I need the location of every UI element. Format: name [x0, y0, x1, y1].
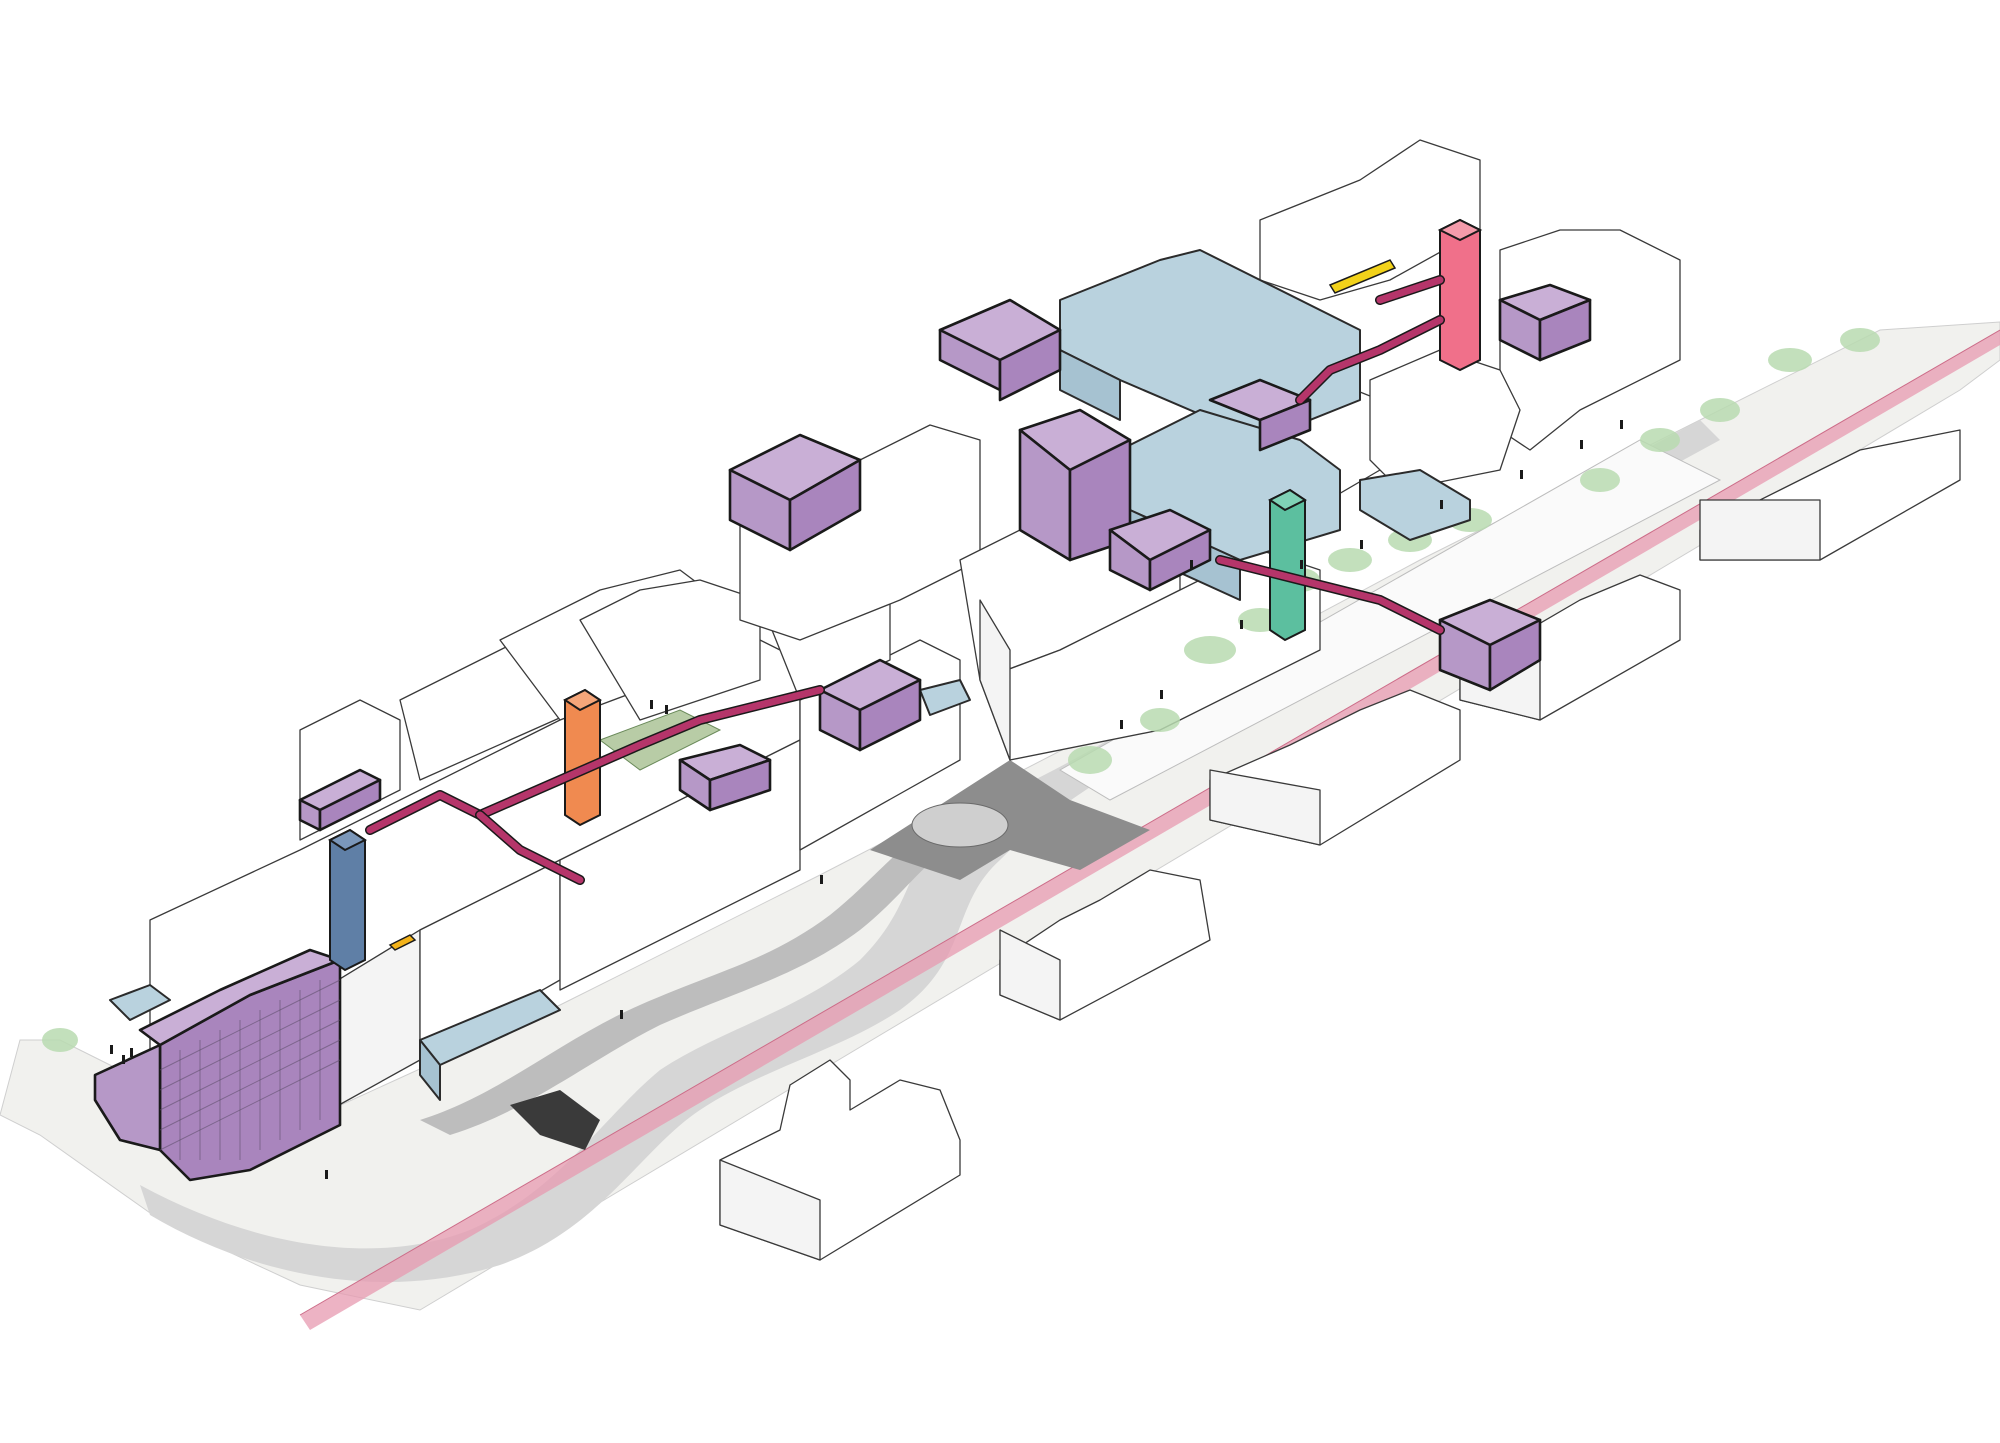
person-icon	[820, 875, 823, 884]
yellow-accent	[1328, 259, 1397, 294]
tree-icon	[1768, 348, 1812, 372]
east-block	[739, 139, 1681, 761]
person-icon	[1240, 620, 1243, 629]
tunnel-portal	[510, 1090, 600, 1150]
person-icon	[1620, 420, 1623, 429]
tree-icon	[1840, 328, 1880, 352]
towers	[328, 218, 1483, 972]
rail-edge	[299, 329, 2000, 1316]
people	[110, 420, 1623, 1179]
purple-box-8	[1208, 378, 1312, 452]
new-purple-volumes	[93, 283, 1592, 1182]
tree-icon	[1640, 428, 1680, 452]
purple-box-2	[678, 743, 772, 812]
square-pavement	[870, 760, 1150, 880]
south-building-row	[719, 429, 1961, 1261]
person-icon	[620, 1010, 623, 1019]
roundabout	[911, 802, 1009, 848]
tree-icon	[1140, 708, 1180, 732]
tree-icon	[42, 1028, 78, 1052]
person-icon	[1190, 560, 1193, 569]
purple-box-3	[818, 658, 922, 752]
tree-icon	[1328, 548, 1372, 572]
person-icon	[325, 1170, 328, 1179]
person-icon	[1300, 560, 1303, 569]
tree-icon	[1700, 398, 1740, 422]
person-icon	[1580, 440, 1583, 449]
purple-box-1	[298, 768, 382, 832]
purple-box-9	[1498, 283, 1592, 362]
person-icon	[122, 1055, 125, 1064]
person-icon	[1440, 500, 1443, 509]
purple-box-10	[1438, 598, 1542, 692]
tower-blue	[328, 828, 367, 972]
sidewalk-right	[1059, 439, 1722, 801]
person-icon	[1160, 690, 1163, 699]
ground-plane	[0, 321, 2000, 1330]
tree-icon	[1580, 468, 1620, 492]
person-icon	[650, 700, 653, 709]
person-icon	[130, 1048, 133, 1057]
connector-links	[365, 275, 1445, 885]
tower-orange	[563, 688, 602, 827]
purple-box-5	[938, 298, 1062, 402]
tree-icon	[1068, 746, 1112, 774]
person-icon	[1360, 540, 1363, 549]
tower-pink	[1437, 218, 1483, 372]
purple-box-4	[728, 433, 862, 552]
west-tower	[93, 948, 342, 1182]
person-icon	[1520, 470, 1523, 479]
road-dark-band	[420, 820, 980, 1135]
person-icon	[1120, 720, 1123, 729]
yellow-accent	[388, 934, 417, 951]
purple-box-7	[1108, 508, 1212, 592]
person-icon	[665, 705, 668, 714]
person-icon	[110, 1045, 113, 1054]
tower-teal	[1268, 488, 1307, 642]
tree-icon	[1184, 636, 1236, 664]
